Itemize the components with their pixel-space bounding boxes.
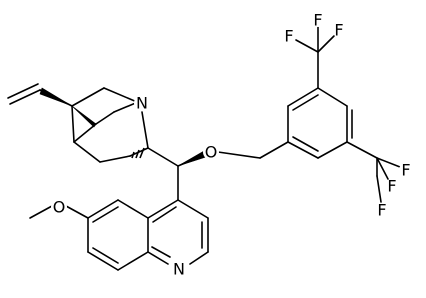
cf3-right-bonds [346,141,401,180]
atom-label-f-top-left: F [284,27,293,46]
cf3-top-bonds [295,25,335,89]
atom-label-o-methoxy: O [53,198,66,217]
atom-f-right-bottom: F [375,201,389,220]
atom-f-right-top: F [399,161,413,180]
aryl-ring-bonds [287,87,353,159]
atom-label-f-top-bottom: F [313,11,322,30]
atom-label-f-right-top: F [401,161,410,180]
atom-o-ether: O [203,143,219,162]
atom-label-f-right-bottom: F [377,201,386,220]
atom-label-n-quinoline: N [173,260,185,279]
bond-cf3-right-down [376,175,382,203]
atom-label-f-right-right: F [387,177,396,196]
atom-f-top-bottom: F [311,11,325,30]
methoxy-bonds [29,205,89,219]
c9-bonds [147,147,179,201]
atom-label-f-top-right: F [334,21,343,40]
atom-label-o-ether: O [205,143,218,162]
atom-f-top-right: F [332,21,346,40]
atom-label-n-quinuclidine: N [136,94,148,113]
wedge-bond-vinyl [39,87,73,107]
atom-n-quinuclidine: N [134,94,150,113]
atom-f-right-right: F [385,177,399,196]
atom-f-top-left: F [282,27,296,46]
wedge-bond-c9-o [177,150,207,167]
atom-n-quinoline: N [171,260,187,279]
quinoline-bonds [87,199,209,271]
hash-bond-c8 [131,147,145,159]
ether-linker-bonds [177,141,289,167]
wedge-bond-bridge [71,105,97,128]
atom-o-methoxy: O [51,198,67,217]
